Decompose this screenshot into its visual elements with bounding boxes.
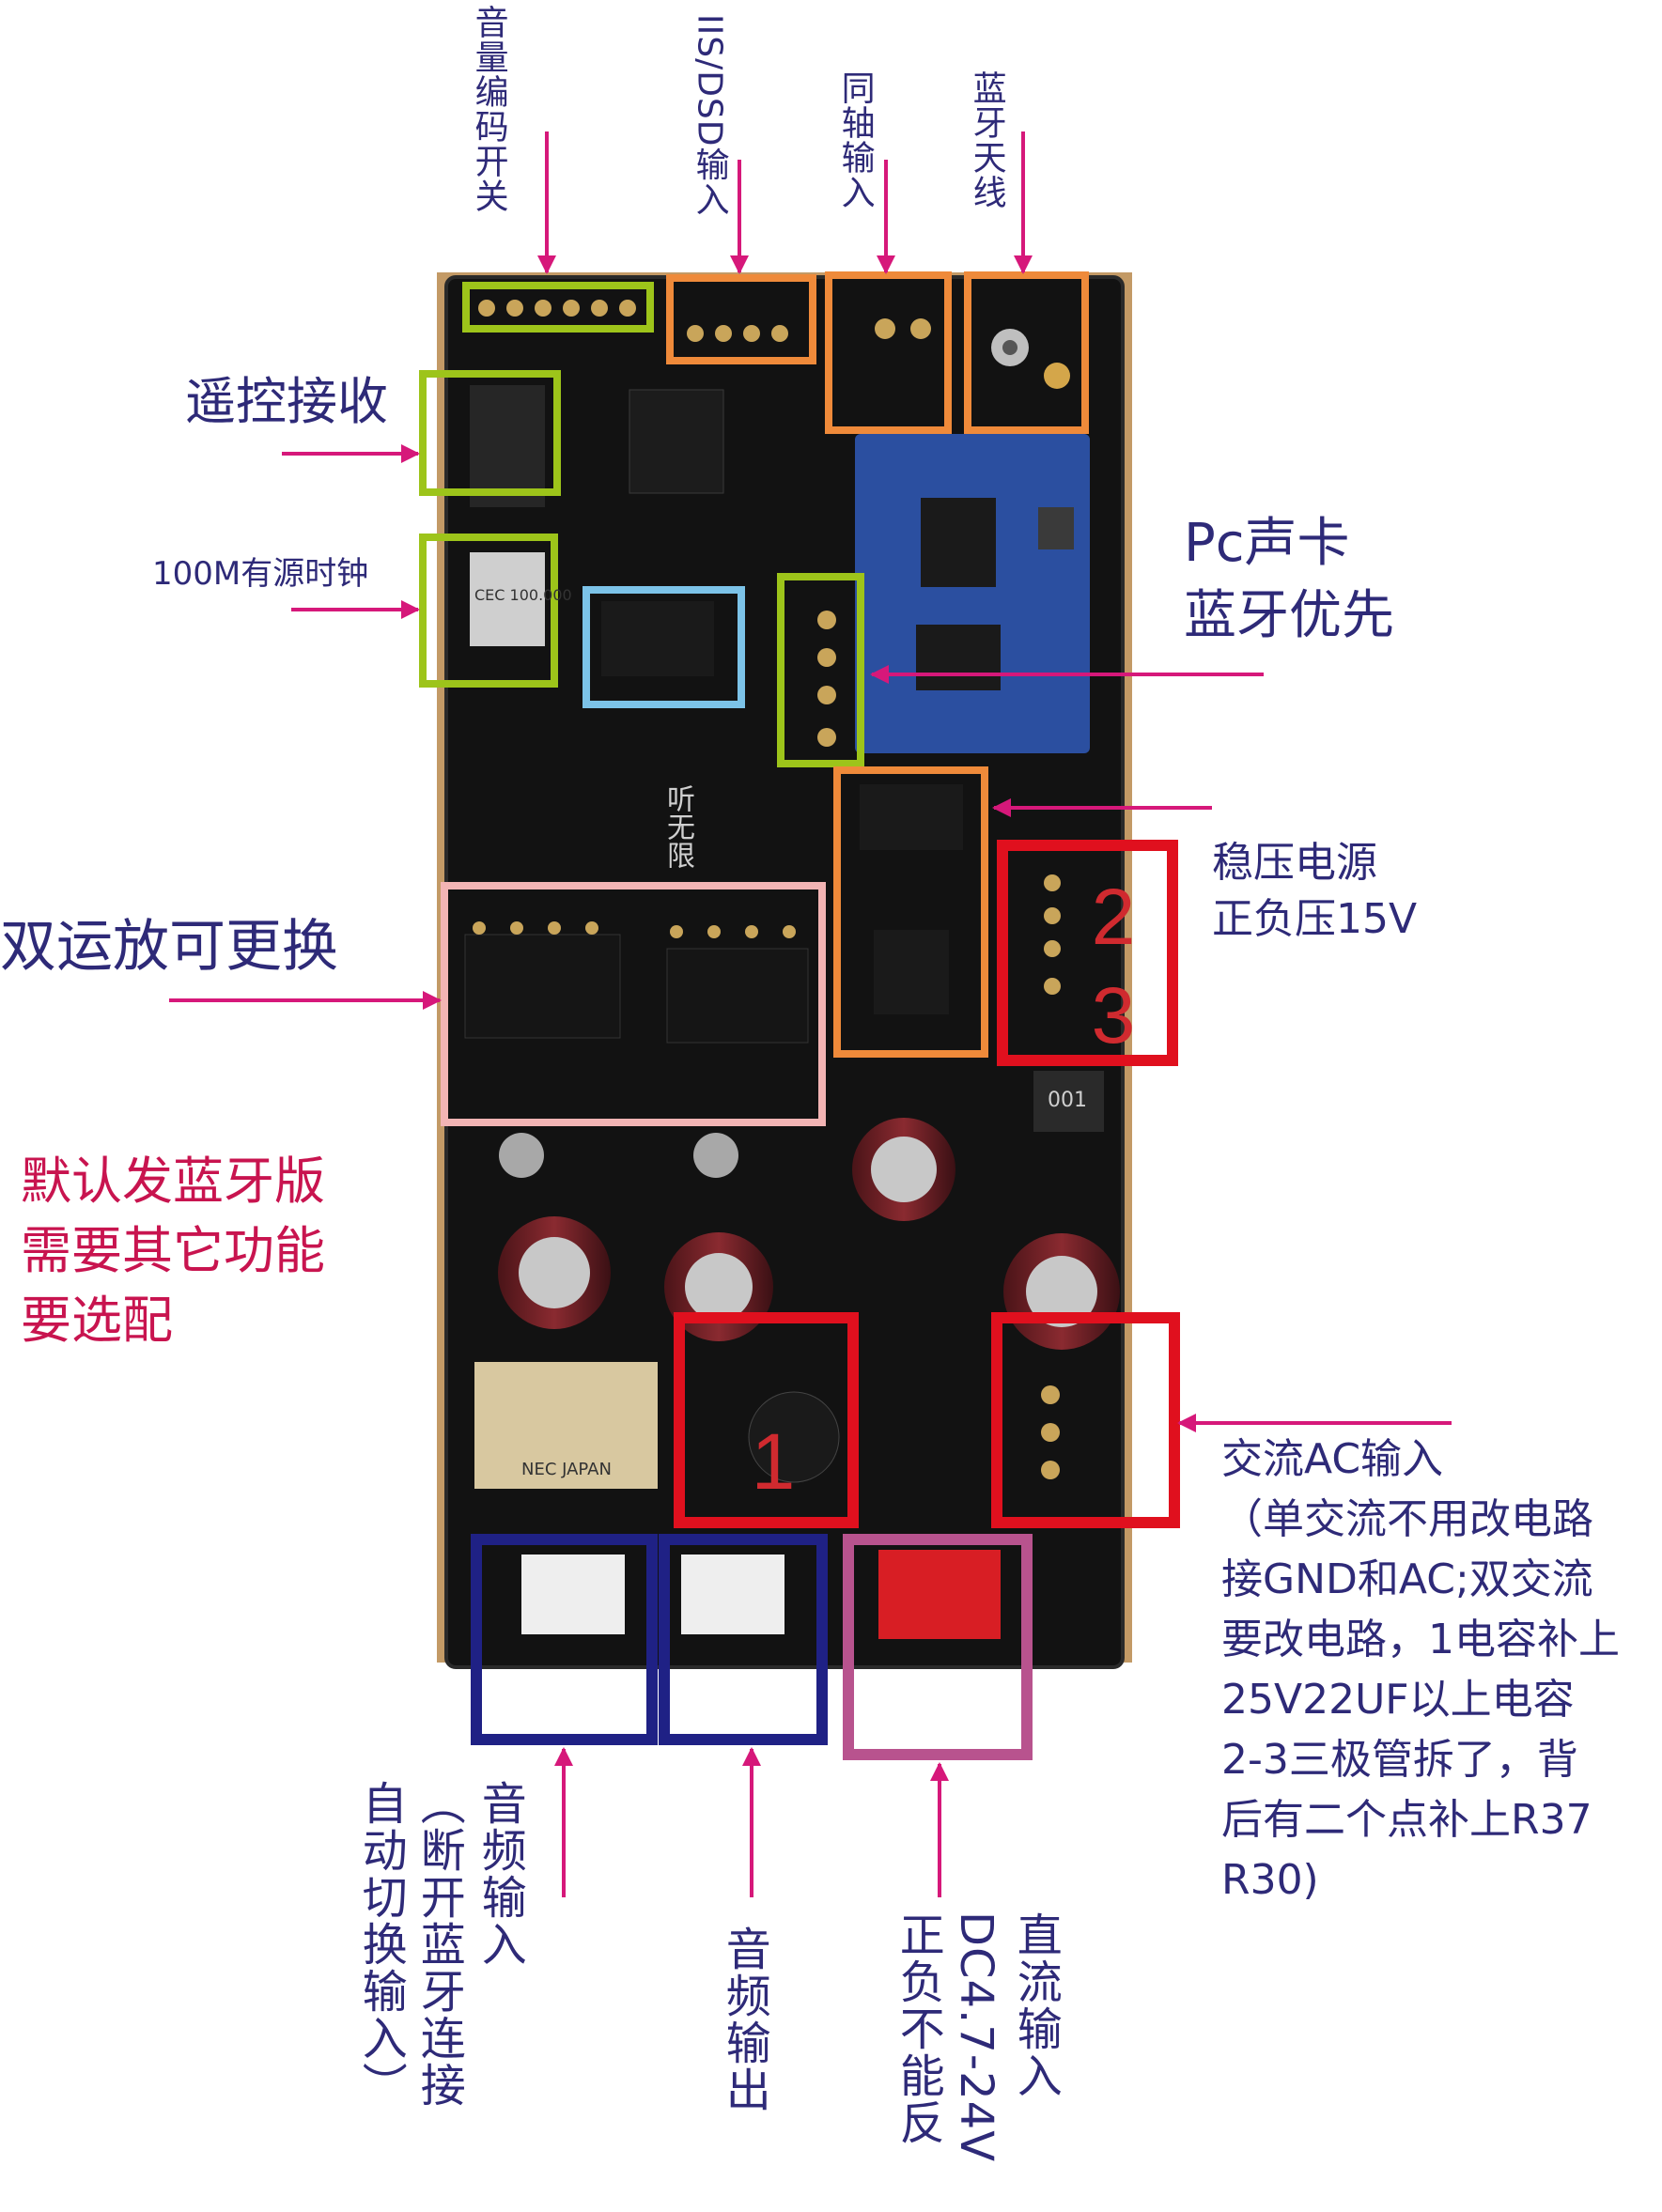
label-default-note-3: 要选配 [21,1291,173,1350]
bridge-rectifier [748,1391,840,1483]
label-pc-line2: 蓝牙优先 [1184,585,1394,646]
label-dual-opamp: 双运放可更换 [0,914,338,980]
label-pc-line1: Pc声卡 [1184,513,1350,574]
remote-ir-module [470,385,545,507]
audio-out-connector [681,1555,784,1634]
pc-header [817,611,836,747]
box-iis [666,274,816,364]
dac-chip [629,389,724,494]
label-dc-1: 直流输入 [1008,1911,1062,2099]
inductor [1033,1071,1104,1132]
label-ac-3: 要改电路，1电容补上 [1221,1616,1620,1663]
antenna-connector [991,329,1070,389]
label-ac-1: （单交流不用改电路 [1221,1495,1593,1543]
box-cap1 [674,1312,859,1528]
box-dac [582,586,745,708]
box-volume-encoder [462,282,654,333]
label-regulator-line1: 稳压电源 [1212,839,1377,887]
ac-header [1041,1385,1060,1479]
relay [474,1362,658,1489]
box-dc [843,1534,1033,1760]
box-regulator [833,766,988,1058]
label-bt-antenna: 蓝牙天线 [967,70,1006,209]
label-regulator-line2: 正负压15V [1212,895,1418,943]
coax-header [875,318,931,339]
iis-header [687,325,788,342]
label-iis-dsd: IIS/DSD输入 [690,14,729,217]
label-dc-3: 正负不能反 [891,1911,944,2146]
number-3: 3 [1092,971,1136,1060]
volume-encoder-header [478,300,636,317]
label-ac-0: 交流AC输入 [1221,1435,1444,1483]
label-ac-6: 后有二个点补上R37 [1221,1796,1592,1844]
regulator-parts [860,784,963,1014]
label-ac-4: 25V22UF以上电容 [1221,1676,1575,1724]
audio-in-connector [521,1555,625,1634]
label-coax-in: 同轴输入 [835,70,875,209]
number-1: 1 [752,1417,796,1506]
oscillator-marking: CEC 100.000 [474,586,572,604]
op-amp-1 [464,934,621,1039]
box-antenna [964,271,1089,434]
bt-chip-2 [1038,507,1074,549]
bt-chip-1 [921,498,996,587]
box-audio-out [659,1534,828,1745]
op-amp-pins [473,921,796,938]
inductor-marking: 001 [1048,1089,1087,1112]
op-amp-2 [666,948,809,1044]
label-audio-in-3: 自动切换输入） [353,1780,407,2109]
box-audio-in [471,1534,658,1745]
label-dc-2: DC4.7-24V [949,1911,1002,2163]
label-ac-2: 接GND和AC;双交流 [1221,1555,1593,1603]
relay-marking: NEC JAPAN [521,1460,612,1479]
pcb-brand-marking: 听无限 [661,784,694,869]
label-ac-7: R30) [1221,1856,1319,1904]
box-coax [825,271,952,434]
number-2: 2 [1092,873,1136,961]
transistor-header [1044,874,1061,995]
label-ac-5: 2-3三极管拆了，背 [1221,1736,1578,1784]
label-audio-in-2: （断开蓝牙连接 [412,1780,465,2109]
box-clock [419,534,558,688]
label-volume-encoder: 音量编码开关 [469,5,508,213]
annotation-arrows [169,131,1452,1897]
bt-chip-3 [916,625,1001,690]
label-audio-in-1: 音频输入 [473,1780,526,1968]
label-clock: 100M有源时钟 [152,555,369,593]
box-remote [419,370,561,496]
usb-chip [601,601,714,676]
label-audio-out: 音频输出 [717,1926,770,2113]
box-ac [991,1312,1180,1528]
box-transistors [997,840,1178,1066]
label-default-note-2: 需要其它功能 [21,1221,325,1280]
annotation-boxes [419,271,1180,1760]
box-pc-header [777,573,864,767]
bluetooth-module [855,434,1090,753]
label-default-note-1: 默认发蓝牙版 [21,1152,325,1211]
dc-connector [878,1550,1001,1639]
oscillator [470,552,545,646]
box-opamps [441,882,826,1126]
label-remote-rx: 遥控接收 [185,372,388,431]
